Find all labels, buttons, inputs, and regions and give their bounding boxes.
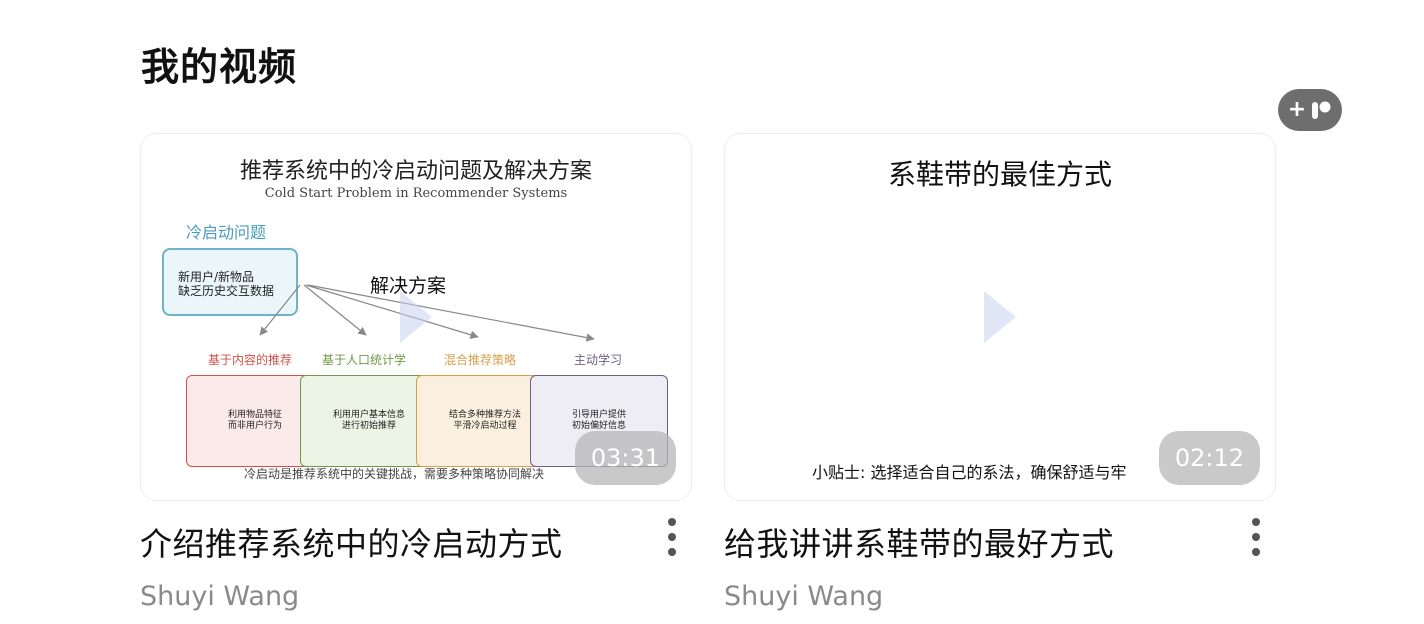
thumbnail-tip: 小贴士: 选择适合自己的系法，确保舒适与牢 xyxy=(812,463,1127,482)
thumbnail-footer: 冷启动是推荐系统中的关键挑战，需要多种策略协同解决 xyxy=(244,467,545,481)
video-thumbnail[interactable]: 系鞋带的最佳方式 小贴士: 选择适合自己的系法，确保舒适与牢 02:12 xyxy=(724,133,1276,501)
video-card[interactable]: 系鞋带的最佳方式 小贴士: 选择适合自己的系法，确保舒适与牢 02:12 给我讲… xyxy=(724,133,1276,612)
duration-badge: 02:12 xyxy=(1158,431,1260,485)
add-button[interactable]: + xyxy=(1278,89,1342,131)
more-options-icon[interactable] xyxy=(662,518,682,556)
page-title: 我的视频 xyxy=(141,45,298,89)
play-icon xyxy=(984,291,1016,343)
video-author: Shuyi Wang xyxy=(140,581,300,612)
thumbnail-title: 系鞋带的最佳方式 xyxy=(887,158,1112,191)
problem-box: 新用户/新物品 缺乏历史交互数据 xyxy=(162,248,298,316)
app-logo-icon xyxy=(1312,101,1331,119)
video-author: Shuyi Wang xyxy=(724,581,884,612)
thumbnail-subtitle: Cold Start Problem in Recommender System… xyxy=(264,186,568,201)
category-box: 利用用户基本信息 进行初始推荐 xyxy=(300,375,438,467)
thumbnail-title: 推荐系统中的冷启动问题及解决方案 xyxy=(239,159,592,184)
category-label: 基于内容的推荐 xyxy=(208,353,293,367)
category-label: 主动学习 xyxy=(574,353,623,367)
plus-icon: + xyxy=(1287,97,1307,122)
video-thumbnail[interactable]: 推荐系统中的冷启动问题及解决方案 Cold Start Problem in R… xyxy=(140,133,692,501)
video-card[interactable]: 推荐系统中的冷启动问题及解决方案 Cold Start Problem in R… xyxy=(140,133,692,612)
more-options-icon[interactable] xyxy=(1246,518,1266,556)
category-label: 基于人口统计学 xyxy=(322,353,407,367)
category-label: 混合推荐策略 xyxy=(444,353,517,367)
video-title[interactable]: 给我讲讲系鞋带的最好方式 xyxy=(724,525,1115,563)
duration-badge: 03:31 xyxy=(574,431,676,485)
problem-label: 冷启动问题 xyxy=(186,223,267,242)
diagram-arrows xyxy=(259,284,595,342)
play-icon xyxy=(400,291,432,343)
video-title[interactable]: 介绍推荐系统中的冷启动方式 xyxy=(140,525,563,563)
